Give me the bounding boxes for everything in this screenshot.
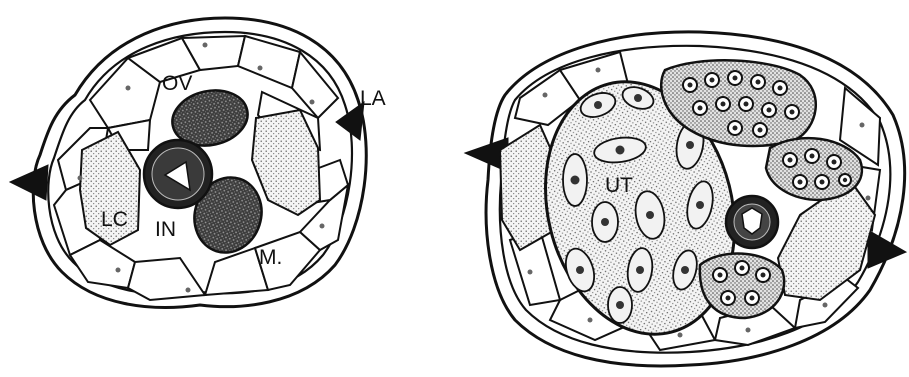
right-section-right-arrow <box>868 230 906 268</box>
label-lc: LC <box>101 208 128 231</box>
label-la: LA <box>360 87 386 110</box>
label-ut: UT <box>605 174 633 197</box>
label-m: M. <box>259 246 282 269</box>
label-in: IN <box>155 218 176 241</box>
left-cross-section <box>10 18 366 307</box>
left-lateral-chord-arrow <box>10 165 48 200</box>
right-cross-section <box>465 32 906 366</box>
label-ov: OV <box>162 72 192 95</box>
